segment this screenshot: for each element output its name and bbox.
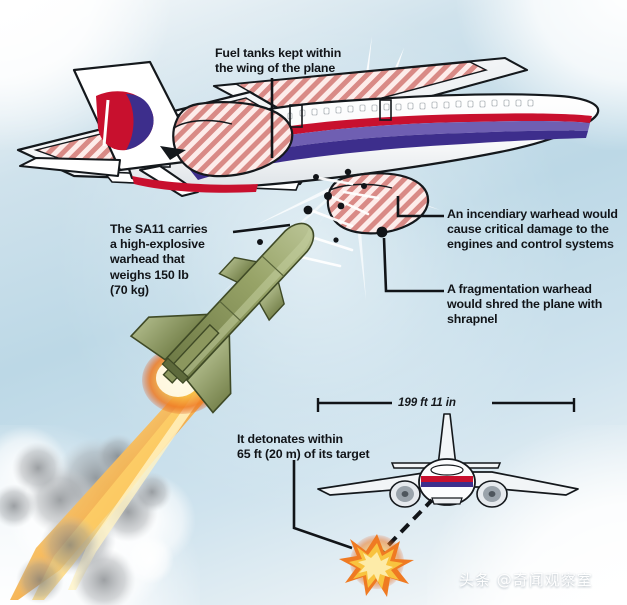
sa11-missile	[129, 222, 315, 414]
wingspan-dimension-label: 199 ft 11 in	[398, 396, 456, 409]
watermark-text: 头条 @奇闻观察室	[459, 571, 593, 589]
leader-lines	[232, 78, 444, 550]
aircraft-engine-right	[326, 172, 430, 235]
leader-incendiary	[396, 196, 444, 218]
explosion-burst	[339, 534, 414, 597]
annotation-detonation-range: It detonates within 65 ft (20 m) of its …	[237, 432, 370, 462]
leader-fragmentation	[382, 237, 444, 293]
missile-trajectory-dashed	[374, 498, 434, 560]
front-view-aircraft	[317, 413, 579, 508]
annotation-incendiary-warhead: An incendiary warhead would cause critic…	[447, 207, 618, 252]
leader-sa11	[232, 223, 291, 234]
missile-exhaust-plume	[0, 346, 222, 605]
annotation-fuel-tanks: Fuel tanks kept within the wing of the p…	[215, 46, 342, 76]
annotation-sa11-warhead: The SA11 carries a high-explosive warhea…	[110, 222, 208, 297]
malaysia-airlines-aircraft	[16, 56, 600, 235]
annotation-fragmentation-warhead: A fragmentation warhead would shred the …	[447, 282, 603, 327]
wingspan-dimension	[316, 398, 576, 412]
leader-detonation	[292, 460, 353, 550]
